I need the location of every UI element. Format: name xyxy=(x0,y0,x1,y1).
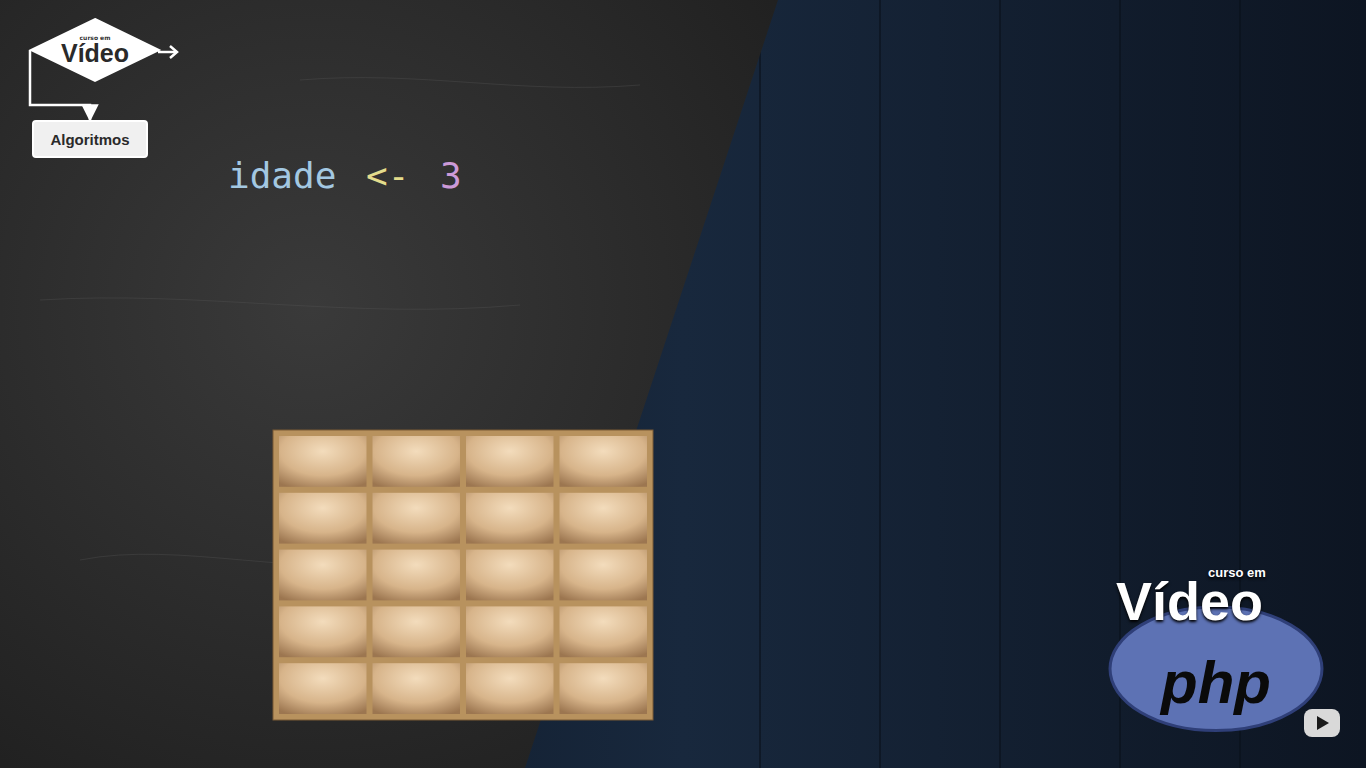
youtube-icon xyxy=(1304,709,1340,737)
variable-name: idade xyxy=(228,158,336,194)
shelf-cell xyxy=(279,493,367,544)
value-literal: 3 xyxy=(440,158,462,194)
shelf-cell xyxy=(466,663,554,714)
shelf-cell xyxy=(466,550,554,601)
logo-text: php xyxy=(1161,625,1271,713)
shelf-cell xyxy=(373,550,461,601)
shelf-cell xyxy=(466,436,554,487)
shelf-cell xyxy=(279,550,367,601)
shelf-cell xyxy=(466,606,554,657)
logo-diamond: curso emVídeo xyxy=(30,18,160,82)
logo-text: Vídeo xyxy=(61,41,129,66)
shelf-cell xyxy=(560,493,648,544)
shelf-cell xyxy=(560,550,648,601)
shelf-cell xyxy=(373,436,461,487)
shelf-cell xyxy=(279,663,367,714)
bookshelf xyxy=(273,430,653,720)
shelf-cell xyxy=(560,436,648,487)
shelf-cell xyxy=(279,606,367,657)
shelf-cell xyxy=(373,606,461,657)
shelf-cell xyxy=(466,493,554,544)
logo-arrow xyxy=(158,46,177,58)
shelf-cell xyxy=(560,663,648,714)
assignment-operator: <- xyxy=(366,158,409,194)
shelf-cell xyxy=(373,663,461,714)
logo-text: Vídeo xyxy=(1116,574,1263,628)
shelf-cell xyxy=(279,436,367,487)
logo-text: Algoritmos xyxy=(50,132,129,147)
logo-box: Algoritmos xyxy=(32,120,148,158)
shelf-cell xyxy=(560,606,648,657)
shelf-cell xyxy=(373,493,461,544)
